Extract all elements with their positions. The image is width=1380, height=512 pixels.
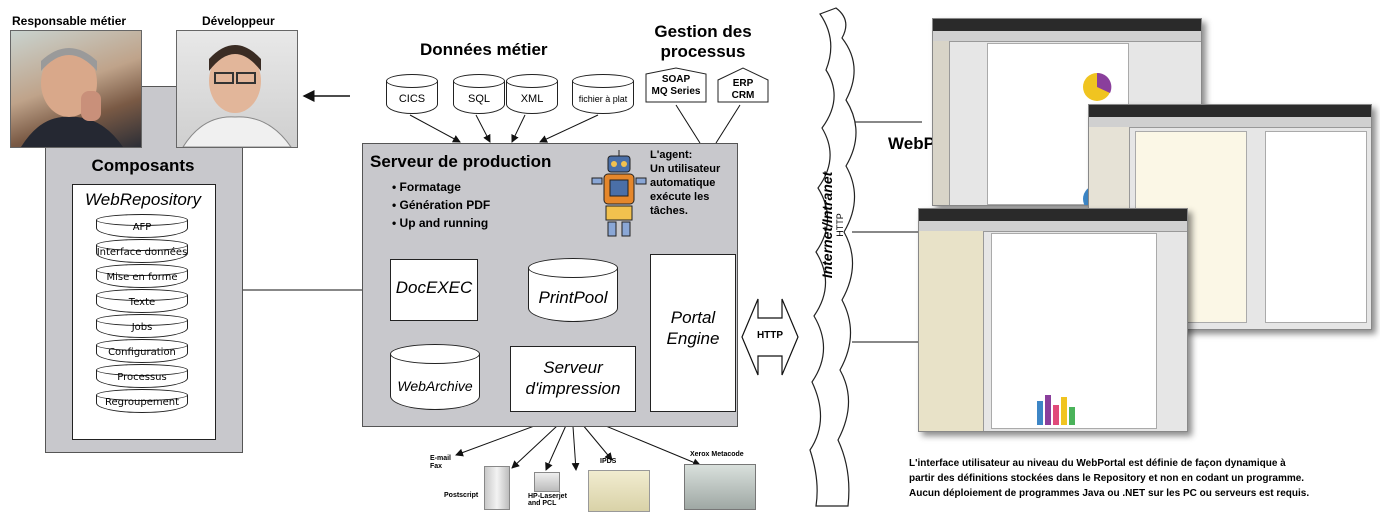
portal-engine-box: Portal Engine bbox=[650, 254, 736, 412]
robot-agent-icon bbox=[591, 150, 647, 237]
stack-item: Regroupement bbox=[96, 389, 188, 413]
person-icon bbox=[21, 48, 123, 147]
business-owner-photo bbox=[10, 30, 142, 148]
cloud-label: Internet/Intranet HTTP bbox=[819, 171, 845, 279]
repository-stack: AFP Interface données Mise en forme Text… bbox=[72, 214, 214, 434]
network-cloud bbox=[809, 7, 857, 507]
business-data-title: Données métier bbox=[420, 40, 548, 59]
developer-label: Développeur bbox=[202, 14, 275, 28]
stack-item: Mise en forme bbox=[96, 264, 188, 288]
printer-ipds-icon bbox=[588, 470, 650, 512]
stack-item: Jobs bbox=[96, 314, 188, 338]
docexec-box: DocEXEC bbox=[390, 259, 478, 321]
process-mgmt-title: Gestion des processus bbox=[654, 22, 752, 61]
soap-mq-box: SOAP MQ Series bbox=[644, 66, 708, 104]
developer-photo bbox=[176, 30, 298, 148]
http-arrow-label: HTTP bbox=[756, 330, 784, 341]
xerox-metacode-label: Xerox Metacode bbox=[690, 451, 744, 458]
stack-item: Processus bbox=[96, 364, 188, 388]
printer-xerox-icon bbox=[684, 464, 756, 510]
printer-postscript-icon bbox=[484, 466, 510, 510]
http-double-arrow bbox=[741, 298, 799, 376]
printpool-cylinder: PrintPool bbox=[528, 258, 618, 322]
stack-item: AFP bbox=[96, 214, 188, 238]
postscript-label: Postscript bbox=[444, 492, 479, 499]
business-owner-label: Responsable métier bbox=[12, 14, 127, 28]
source-sql: SQL bbox=[453, 74, 505, 114]
hp-laserjet-label: HP-Laserjet and PCL bbox=[528, 493, 567, 507]
stack-item: Texte bbox=[96, 289, 188, 313]
source-xml: XML bbox=[506, 74, 558, 114]
webarchive-cylinder: WebArchive bbox=[390, 344, 480, 410]
printer-hp-icon bbox=[534, 472, 560, 492]
agent-description: L'agent: Un utilisateur automatique exéc… bbox=[650, 149, 721, 217]
stack-item: Configuration bbox=[96, 339, 188, 363]
erp-crm-box: ERP CRM bbox=[716, 66, 770, 104]
print-server-box: Serveur d'impression bbox=[510, 346, 636, 412]
ipds-label: IPDS bbox=[600, 458, 617, 465]
webportal-caption: L'interface utilisateur au niveau du Web… bbox=[909, 458, 1310, 499]
email-fax-label: E-mail Fax bbox=[430, 455, 452, 470]
webportal-screenshot-3 bbox=[918, 208, 1188, 432]
bar-chart-thumbnail bbox=[1037, 395, 1075, 425]
webrepository-title: WebRepository bbox=[85, 190, 201, 209]
source-flat-file: fichier à plat bbox=[572, 74, 634, 114]
production-server-bullets: • Formatage • Génération PDF • Up and ru… bbox=[392, 180, 491, 230]
person-icon bbox=[182, 45, 292, 148]
production-server-title: Serveur de production bbox=[370, 152, 552, 171]
stack-item: Interface données bbox=[96, 239, 188, 263]
components-title: Composants bbox=[91, 156, 195, 175]
source-cics: CICS bbox=[386, 74, 438, 114]
